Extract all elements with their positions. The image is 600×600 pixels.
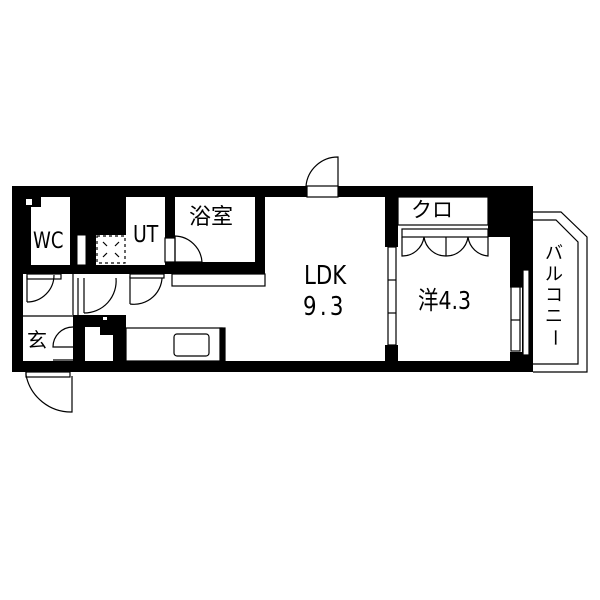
ut-door <box>129 273 163 305</box>
closet-doors <box>401 236 489 257</box>
ldk-label: LDK <box>304 261 347 291</box>
wc-label: WC <box>33 229 64 254</box>
entrance-label: 玄 <box>27 328 47 352</box>
entrance-inner-door <box>52 326 74 348</box>
front-door <box>25 372 73 413</box>
ldk-door <box>305 156 339 187</box>
balcony-char: ー <box>543 328 565 347</box>
balcony-char: ル <box>545 264 563 285</box>
balcony-label: バ ル コ ニ ー <box>543 243 565 348</box>
pipe-space <box>96 235 126 264</box>
balcony-char: バ <box>545 243 563 264</box>
western-room-label: 洋4.3 <box>418 286 472 315</box>
balcony-char: ニ <box>545 306 563 327</box>
ldk-size: 9.3 <box>303 292 347 322</box>
bath-door <box>174 235 203 263</box>
bath-label: 浴室 <box>189 205 234 230</box>
balcony-outline <box>533 211 588 373</box>
balcony-char: コ <box>545 285 563 306</box>
interior-walls <box>23 197 522 361</box>
wc-door <box>26 274 55 303</box>
closet-label: クロ <box>411 198 453 222</box>
hall-door <box>83 277 117 314</box>
ut-label: UT <box>133 222 159 248</box>
